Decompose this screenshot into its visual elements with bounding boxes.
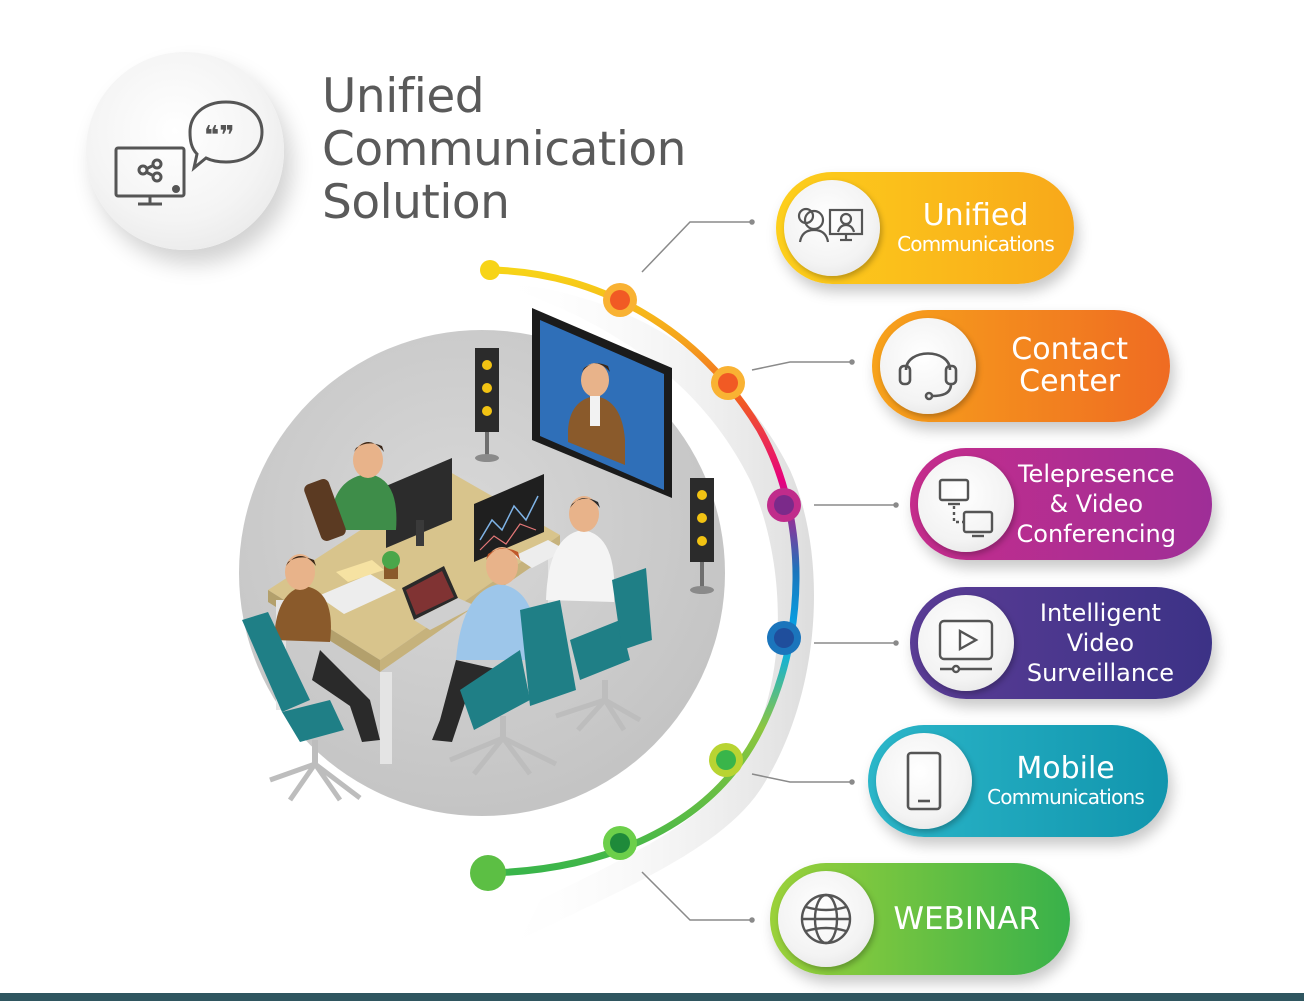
solution-intelligent-video-surveillance[interactable]: Intelligent Video Surveillance — [910, 587, 1212, 699]
solution-line-3: Conferencing — [1016, 520, 1177, 548]
solution-line-2: Video — [1066, 629, 1135, 657]
solution-line-3: Surveillance — [1026, 659, 1174, 687]
solution-title: Contact — [1011, 332, 1128, 367]
solution-subtitle: Communications — [987, 785, 1145, 809]
hero-badge: ❝❞ — [86, 52, 284, 250]
footer-bar — [0, 993, 1304, 1001]
solution-subtitle: Communications — [897, 232, 1055, 256]
desk-monitor-2 — [474, 474, 544, 562]
solution-line-1: Intelligent — [1039, 599, 1161, 627]
solution-icon-disc — [876, 733, 972, 829]
solution-label: Contact Center — [1011, 310, 1128, 422]
solution-line-1: Telepresence — [1017, 460, 1175, 488]
chair-left — [242, 612, 362, 802]
solution-telepresence-video-conferencing[interactable]: Telepresence & Video Conferencing — [910, 448, 1212, 560]
person-white — [546, 496, 615, 602]
solution-title: WEBINAR — [893, 901, 1040, 937]
node-5 — [709, 743, 743, 777]
page-title: Unified Communication Solution — [322, 70, 702, 229]
solution-mobile-communications[interactable]: Mobile Communications — [868, 725, 1168, 837]
speaker-right — [690, 478, 714, 594]
title-line-3: Solution — [322, 175, 510, 230]
solution-subtitle: Center — [1019, 364, 1121, 399]
node-6 — [603, 826, 637, 860]
leader-lines — [641, 219, 899, 923]
monitor-share-icon — [114, 146, 186, 206]
solution-icon-disc — [784, 180, 880, 276]
video-player-icon — [938, 619, 994, 674]
headset-icon — [898, 352, 958, 401]
chair-right — [555, 568, 652, 732]
globe-icon — [800, 893, 852, 945]
chair-center — [449, 600, 576, 776]
node-2 — [711, 366, 745, 400]
solution-icon-disc — [880, 318, 976, 414]
node-4 — [767, 621, 801, 655]
solution-label: Unified Communications — [897, 172, 1055, 284]
node-3 — [767, 488, 801, 522]
node-1 — [603, 283, 637, 317]
office-team-meeting-illustration — [242, 308, 714, 802]
solution-label: Intelligent Video Surveillance — [1027, 587, 1174, 699]
arc-start-dot — [480, 260, 500, 280]
solution-icon-disc — [918, 595, 1014, 691]
video-call-users-icon — [797, 207, 864, 243]
solution-contact-center[interactable]: Contact Center — [872, 310, 1170, 422]
solution-title: Unified — [922, 198, 1029, 233]
solution-unified-communications[interactable]: Unified Communications — [776, 172, 1074, 284]
solution-icon-disc — [918, 456, 1014, 552]
solution-icon-disc — [778, 871, 874, 967]
solution-title: Mobile — [1016, 751, 1115, 786]
timeline-arc — [486, 266, 800, 877]
solution-label: Telepresence & Video Conferencing — [1017, 448, 1177, 560]
title-line-2: Communication — [322, 122, 686, 177]
person-green — [304, 442, 397, 541]
title-line-1: Unified — [322, 69, 485, 124]
solution-label: WEBINAR — [893, 863, 1040, 975]
keyboard-1 — [318, 574, 396, 614]
speaker-left — [475, 348, 499, 462]
arc-end-dot — [470, 855, 506, 891]
svg-text:❝❞: ❝❞ — [204, 121, 235, 151]
person-brown — [274, 554, 380, 742]
solution-webinar[interactable]: WEBINAR — [770, 863, 1070, 975]
solution-label: Mobile Communications — [987, 725, 1145, 837]
screen-person-head — [581, 363, 609, 397]
speech-bubble-quote-icon: ❝❞ — [188, 100, 264, 172]
solution-line-2: & Video — [1049, 490, 1144, 518]
desk-monitor-1 — [386, 458, 452, 548]
linked-screens-icon — [938, 478, 994, 538]
mobile-tablet-icon — [906, 751, 942, 811]
